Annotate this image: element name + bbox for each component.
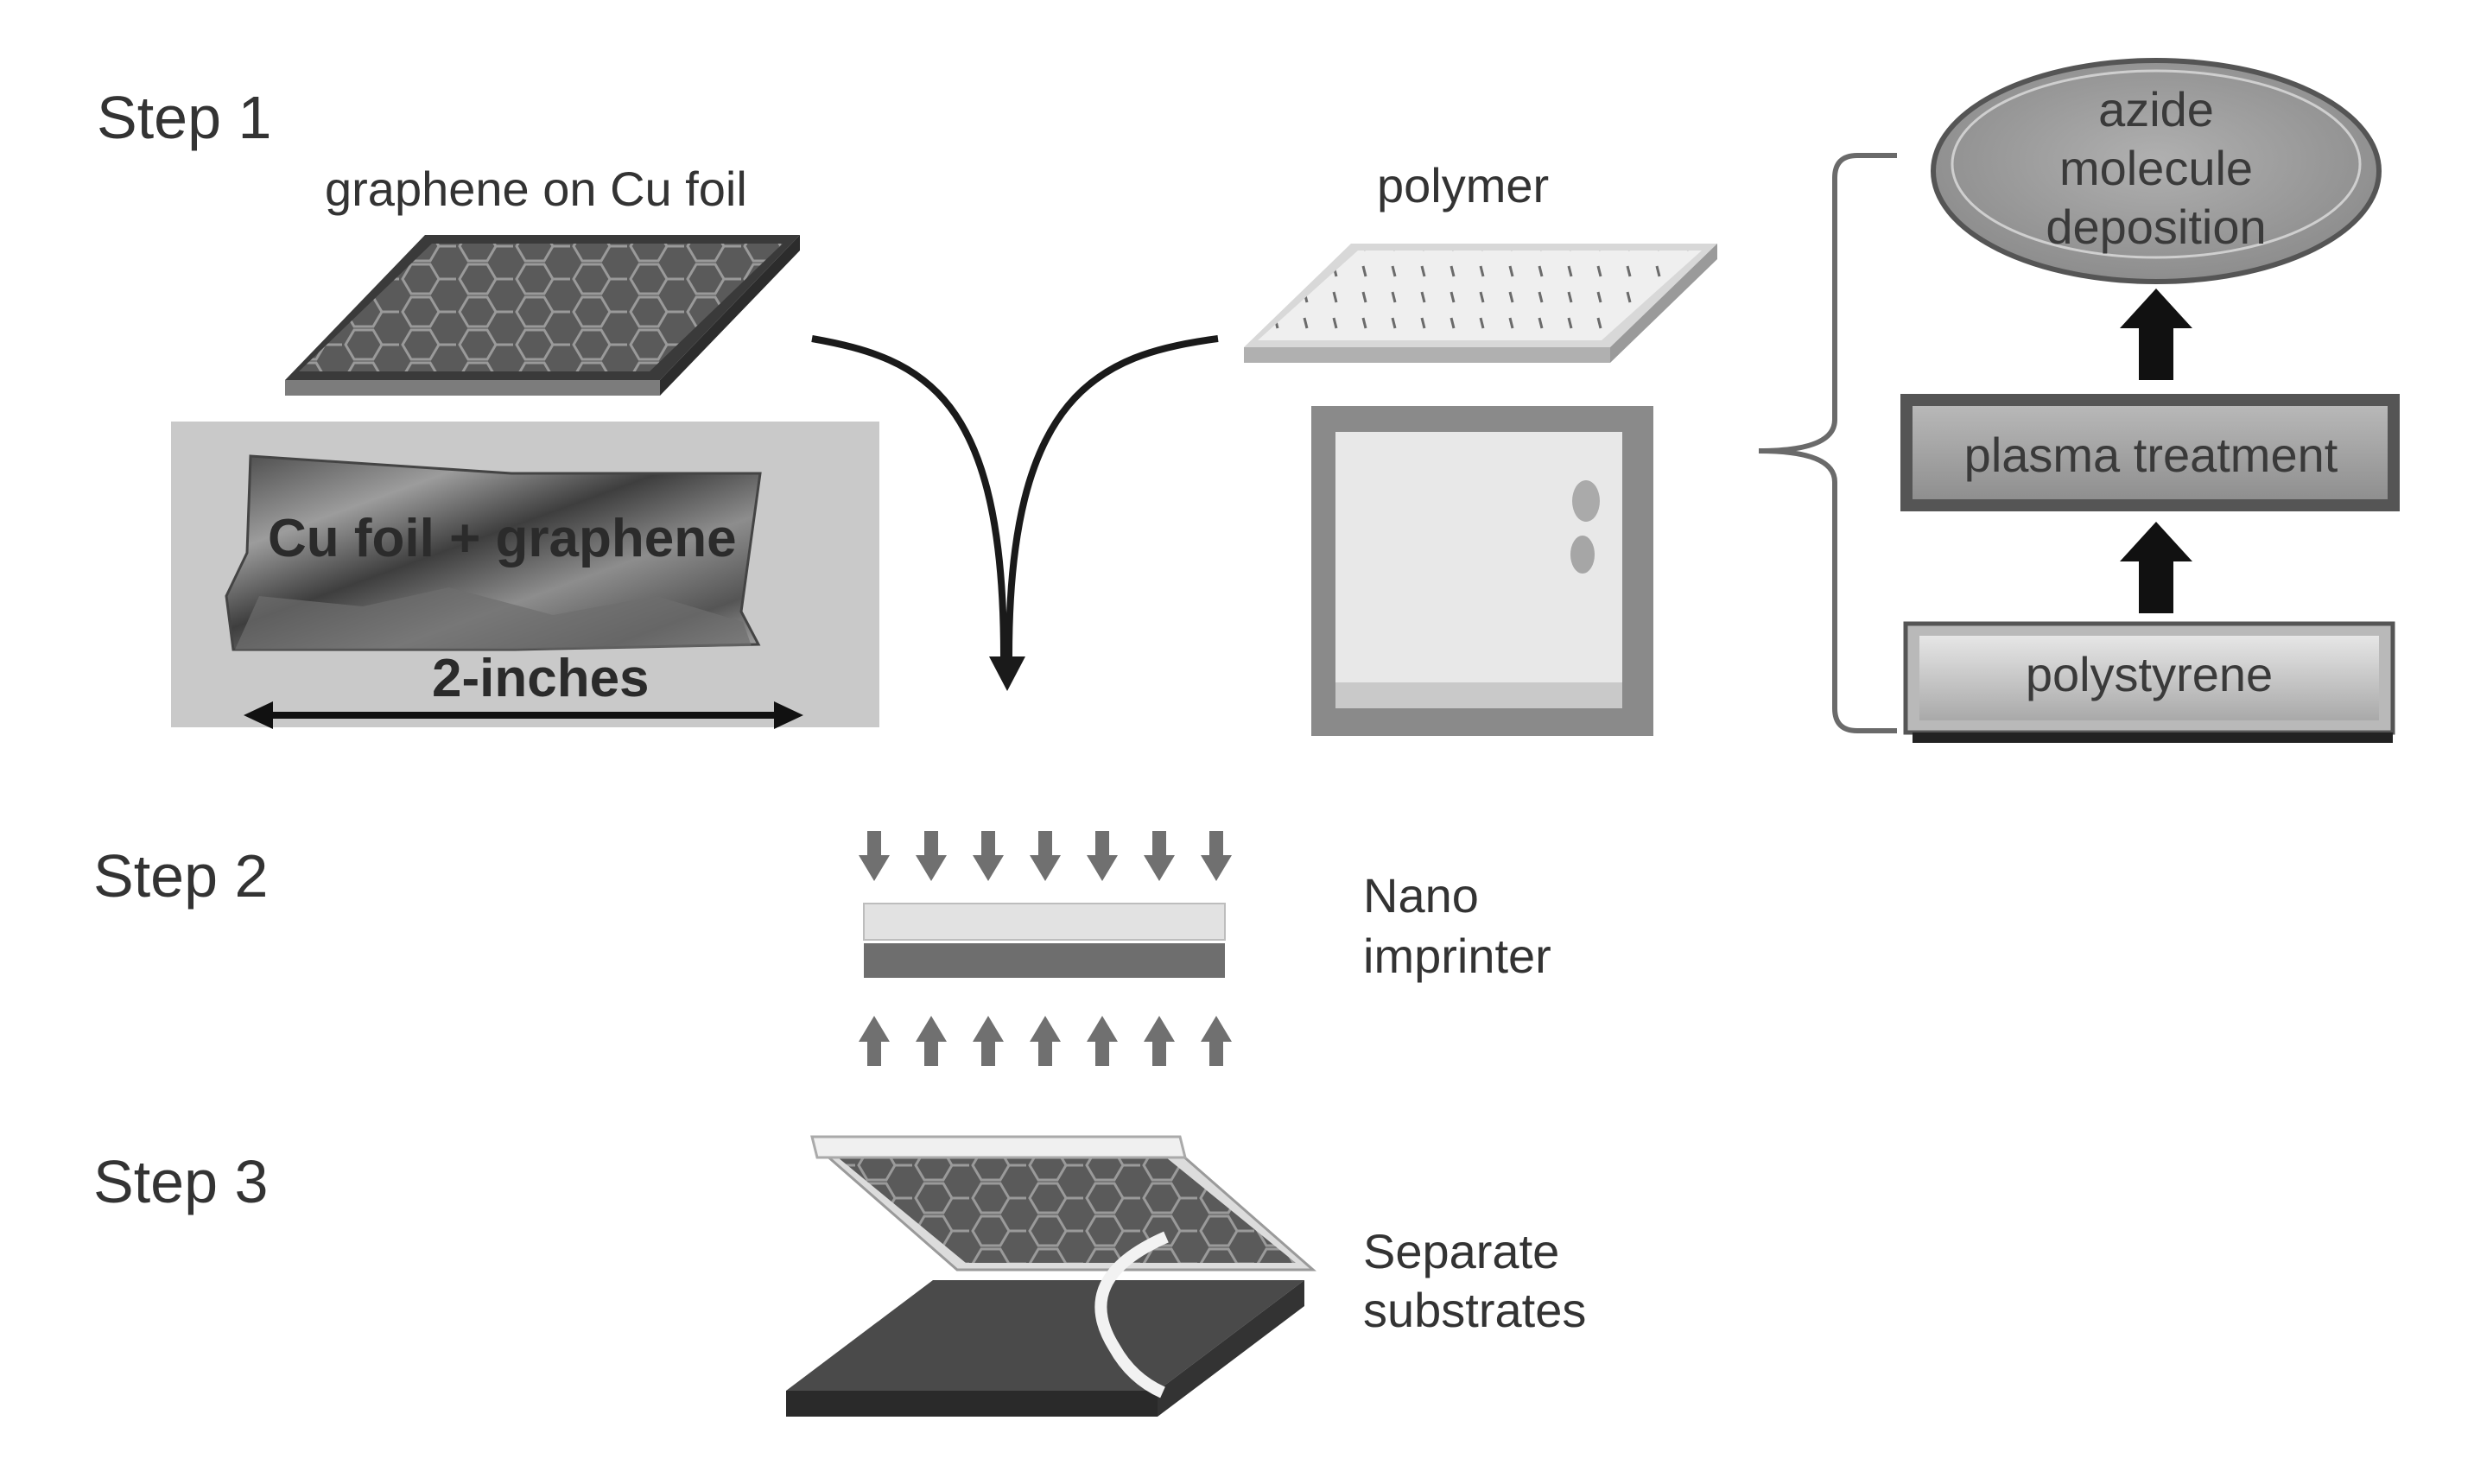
press-down-arrow-5	[1095, 831, 1109, 857]
arrow-icon	[1201, 1016, 1232, 1042]
arrow-icon	[859, 1016, 890, 1042]
imprint-graphene-layer	[864, 943, 1225, 978]
step-3-label-line-1: Separate	[1363, 1224, 1559, 1278]
step-1-label: Step 1	[97, 84, 271, 151]
plasma-label: plasma treatment	[1964, 428, 2338, 482]
press-up-arrow-3	[981, 1040, 995, 1066]
graphene-sheet	[285, 235, 800, 396]
press-down-arrow-2	[924, 831, 938, 857]
process-brace	[1759, 155, 1897, 731]
polystyrene-label: polystyrene	[2026, 647, 2273, 701]
graphene-label: graphene on Cu foil	[325, 162, 747, 216]
separated-substrates	[786, 1137, 1313, 1417]
press-down-arrow-4	[1038, 831, 1052, 857]
arrow-icon	[1201, 855, 1232, 881]
cu-foil-photo: Cu foil + graphene 2-inches	[171, 422, 879, 729]
arrow-icon	[859, 855, 890, 881]
press-up-arrow-5	[1095, 1040, 1109, 1066]
press-arrows-bottom	[859, 1016, 1232, 1066]
arrow-icon	[1030, 855, 1061, 881]
arrow-up-icon	[2120, 522, 2192, 561]
press-down-arrow-3	[981, 831, 995, 857]
polymer-sheet	[1244, 244, 1717, 363]
press-up-arrow-7	[1209, 1040, 1223, 1066]
cu-foil-photo-label: Cu foil + graphene	[268, 509, 737, 568]
azide-line-2: molecule	[2059, 141, 2253, 195]
step-2-label-line-2: imprinter	[1363, 929, 1551, 983]
process-flow: azide molecule deposition plasma treatme…	[1900, 60, 2400, 743]
press-up-arrow-2	[924, 1040, 938, 1066]
polymer-label: polymer	[1377, 158, 1549, 212]
press-up-arrow-6	[1152, 1040, 1166, 1066]
scale-label: 2-inches	[432, 649, 650, 708]
arrow-icon	[916, 855, 947, 881]
arrow-icon	[1144, 1016, 1175, 1042]
step-2-label-line-1: Nano	[1363, 868, 1479, 923]
arrow-icon	[1144, 855, 1175, 881]
step-3-label: Step 3	[93, 1148, 268, 1215]
arrow-icon	[1087, 855, 1118, 881]
arrow-icon	[1030, 1016, 1061, 1042]
arrow-icon	[973, 1016, 1004, 1042]
press-up-arrow-1	[867, 1040, 881, 1066]
arrow-icon	[1087, 1016, 1118, 1042]
press-down-arrow-1	[867, 831, 881, 857]
arrow-icon	[916, 1016, 947, 1042]
arrow-icon	[973, 855, 1004, 881]
polymer-photo	[1311, 406, 1653, 736]
azide-line-3: deposition	[2046, 200, 2266, 254]
step-2-label: Step 2	[93, 842, 268, 910]
bottom-substrate	[786, 1280, 1304, 1391]
press-arrows-top	[859, 831, 1232, 881]
azide-line-1: azide	[2098, 82, 2214, 136]
press-down-arrow-7	[1209, 831, 1223, 857]
imprint-polymer-layer	[864, 904, 1225, 940]
step-3-label-line-2: substrates	[1363, 1283, 1586, 1337]
press-down-arrow-6	[1152, 831, 1166, 857]
press-up-arrow-4	[1038, 1040, 1052, 1066]
arrow-up-icon	[2120, 289, 2192, 328]
